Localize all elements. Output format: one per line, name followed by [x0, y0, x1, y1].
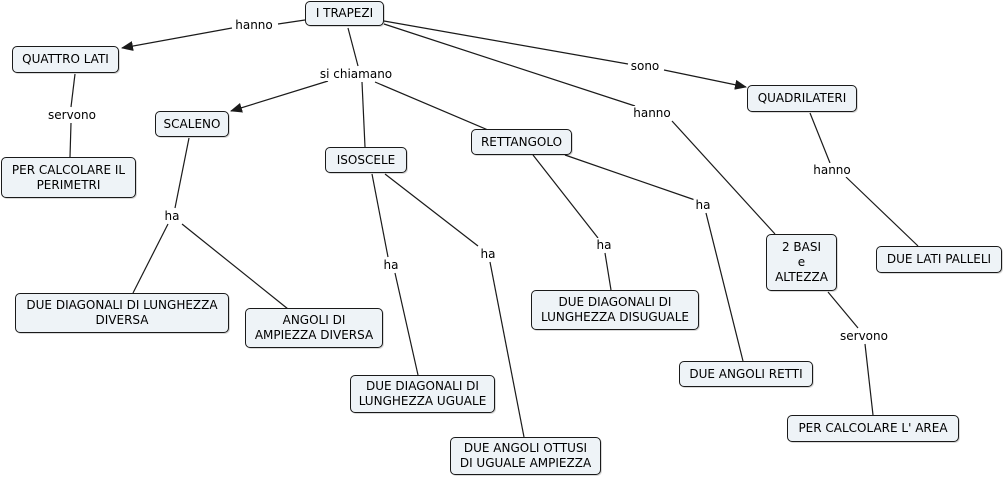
connector-ha-angoli-retti — [705, 212, 744, 362]
connector-ha-scaleno-diagonali — [132, 223, 169, 294]
link-label-ha: ha — [693, 198, 713, 212]
connector-rettangolo-ha-diag — [532, 154, 599, 239]
connector-ha-rettangolo-diagonali — [604, 252, 612, 291]
connector-hanno-lati-palleli — [845, 176, 919, 247]
connector-si-chiamano-isoscele — [361, 81, 366, 148]
link-label-ha: ha — [478, 247, 498, 261]
link-label-sono: sono — [628, 59, 662, 73]
connector-quadrilateri-hanno — [809, 112, 831, 164]
node-isoscele-angoli[interactable]: DUE ANGOLI OTTUSI DI UGUALE AMPIEZZA — [450, 437, 601, 475]
link-label-ha: ha — [162, 209, 182, 223]
connector-si-chiamano-scaleno — [230, 80, 329, 113]
link-label-ha: ha — [594, 238, 614, 252]
link-label-servono: servono — [46, 108, 98, 122]
connector-basi-servono — [827, 291, 859, 329]
connector-ha-isoscele-diagonali — [394, 272, 419, 376]
connector-scaleno-ha — [174, 137, 190, 209]
connector-lines — [69, 19, 919, 438]
connector-servono-perimetro — [69, 122, 72, 158]
node-scaleno-angoli[interactable]: ANGOLI DI AMPIEZZA DIVERSA — [245, 308, 383, 348]
node-isoscele[interactable]: ISOSCELE — [325, 147, 407, 173]
connector-trapezi-si-chiamano — [347, 27, 359, 67]
connector-trapezi-hanno-basi — [383, 23, 636, 107]
node-rettangolo[interactable]: RETTANGOLO — [471, 129, 572, 155]
node-quattro-lati[interactable]: QUATTRO LATI — [12, 46, 119, 73]
node-angoli-retti[interactable]: DUE ANGOLI RETTI — [679, 361, 813, 387]
connector-sono-quadrilateri — [663, 69, 747, 90]
node-area[interactable]: PER CALCOLARE L' AREA — [787, 415, 959, 442]
connector-si-chiamano-rettangolo — [374, 81, 489, 131]
connector-ha-isoscele-angoli — [489, 261, 525, 438]
node-lati-palleli[interactable]: DUE LATI PALLELI — [876, 246, 1002, 273]
connector-isoscele-ha-angoli — [384, 173, 479, 247]
connector-servono-area — [864, 343, 874, 416]
link-label-servono: servono — [838, 329, 890, 343]
connector-isoscele-ha-diag — [371, 173, 389, 258]
link-label-si-chiamano: si chiamano — [317, 67, 395, 81]
link-label-hanno: hanno — [631, 106, 673, 120]
node-trapezi[interactable]: I TRAPEZI — [305, 1, 384, 26]
node-isoscele-diagonali[interactable]: DUE DIAGONALI DI LUNGHEZZA UGUALE — [350, 375, 495, 413]
connector-rettangolo-ha-angoli — [564, 154, 696, 201]
connector-hanno-basi — [671, 120, 776, 235]
node-basi-altezza[interactable]: 2 BASI e ALTEZZA — [766, 234, 837, 291]
connector-hanno-quattro-lati — [121, 27, 233, 51]
node-perimetro[interactable]: PER CALCOLARE IL PERIMETRI — [1, 157, 136, 198]
link-label-ha: ha — [381, 258, 401, 272]
node-quadrilateri[interactable]: QUADRILATERI — [747, 85, 857, 112]
node-rettangolo-diagonali[interactable]: DUE DIAGONALI DI LUNGHEZZA DISUGUALE — [531, 290, 699, 330]
connector-ha-scaleno-angoli — [181, 223, 289, 310]
node-scaleno[interactable]: SCALENO — [155, 111, 229, 137]
connector-trapezi-sono — [383, 20, 629, 65]
node-scaleno-diagonali[interactable]: DUE DIAGONALI DI LUNGHEZZA DIVERSA — [15, 293, 229, 333]
link-label-hanno: hanno — [811, 163, 853, 177]
link-label-hanno: hanno — [233, 18, 275, 32]
connector-trapezi-hanno — [277, 19, 306, 25]
connector-quattro-lati-servono — [70, 73, 76, 108]
